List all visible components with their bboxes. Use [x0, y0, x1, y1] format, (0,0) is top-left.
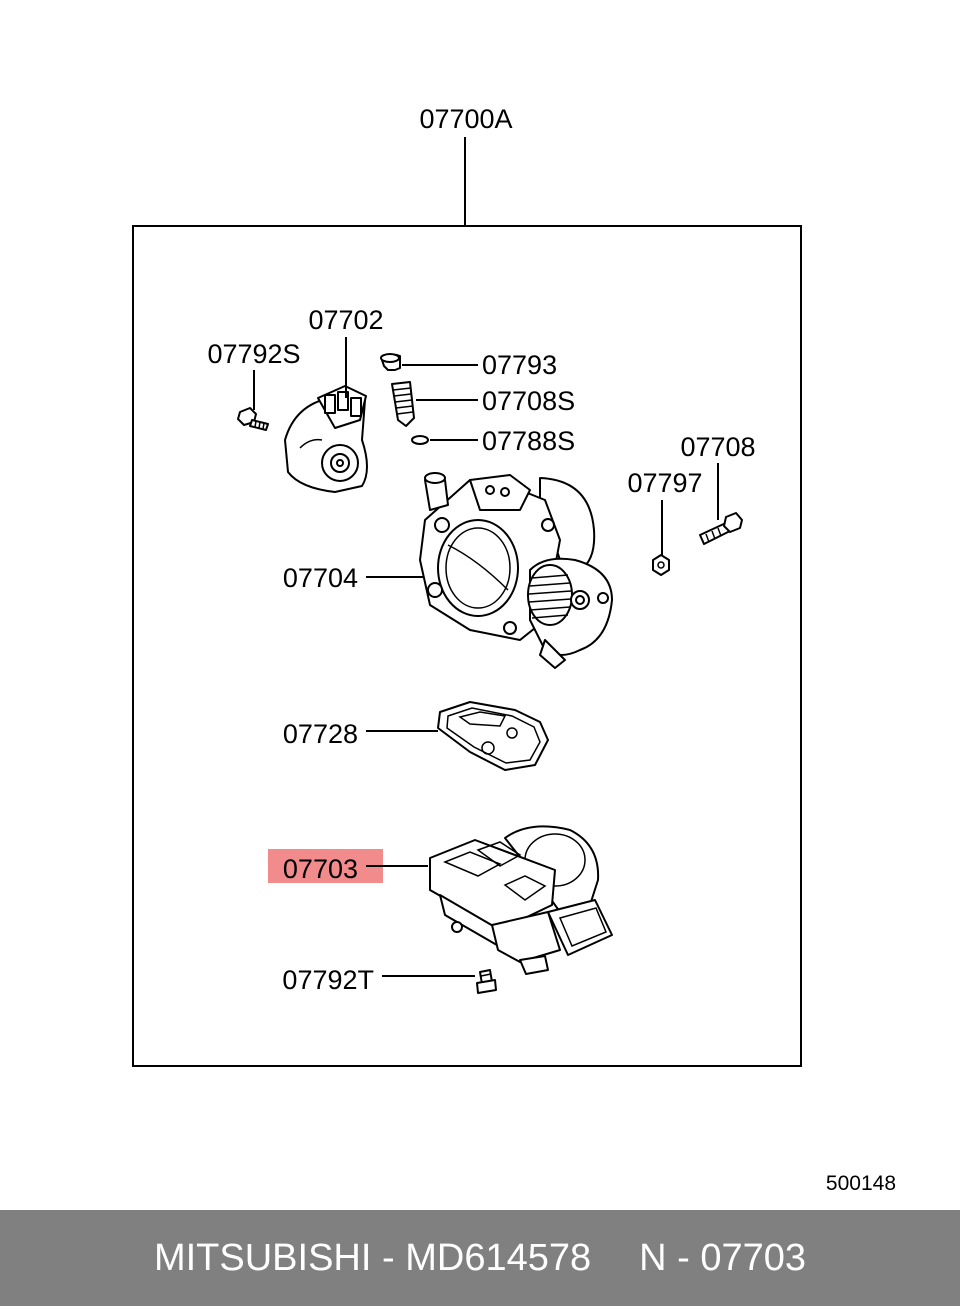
- part-ref-number: 07703: [700, 1236, 807, 1279]
- throttle-body-drawing: [419, 472, 613, 669]
- label-spring: 07708S: [482, 386, 575, 416]
- isc-screw-drawing: [476, 969, 497, 994]
- image-code: 500148: [826, 1172, 896, 1195]
- brand-name: MITSUBISHI: [153, 1236, 372, 1279]
- tps-screw-drawing: [237, 407, 269, 431]
- nut-drawing: [652, 554, 670, 576]
- label-assembly: 07700A: [419, 104, 512, 134]
- oring-drawing: [411, 435, 429, 445]
- label-gasket: 07728: [283, 719, 358, 749]
- assembly-frame: [132, 225, 802, 1067]
- part-ref-prefix: N: [639, 1236, 667, 1279]
- spring-drawing: [391, 381, 415, 427]
- label-cap: 07793: [482, 350, 557, 380]
- label-tps: 07702: [308, 305, 383, 335]
- label-bolt: 07708: [680, 432, 755, 462]
- label-nut: 07797: [627, 468, 702, 498]
- part-info-footer: MITSUBISHI - MD614578 N - 07703: [0, 1210, 960, 1306]
- gasket-drawing: [437, 701, 549, 771]
- parts-diagram: 07700A 07702 07792S 07793: [132, 104, 896, 1195]
- throttle-position-sensor-drawing: [284, 385, 368, 493]
- label-tps-screw: 07792S: [207, 339, 300, 369]
- label-throttle-body: 07704: [283, 563, 358, 593]
- cap-drawing: [380, 353, 401, 371]
- isc-motor-drawing: [429, 825, 613, 975]
- label-oring: 07788S: [482, 426, 575, 456]
- highlight-isc-motor: [268, 849, 383, 883]
- footer-separator-1: -: [382, 1236, 395, 1279]
- footer-separator-2: -: [677, 1236, 690, 1279]
- part-number: MD614578: [405, 1236, 592, 1279]
- label-isc-motor: 07703: [283, 854, 358, 884]
- bolt-drawing: [699, 512, 743, 545]
- label-isc-screw: 07792T: [282, 965, 374, 995]
